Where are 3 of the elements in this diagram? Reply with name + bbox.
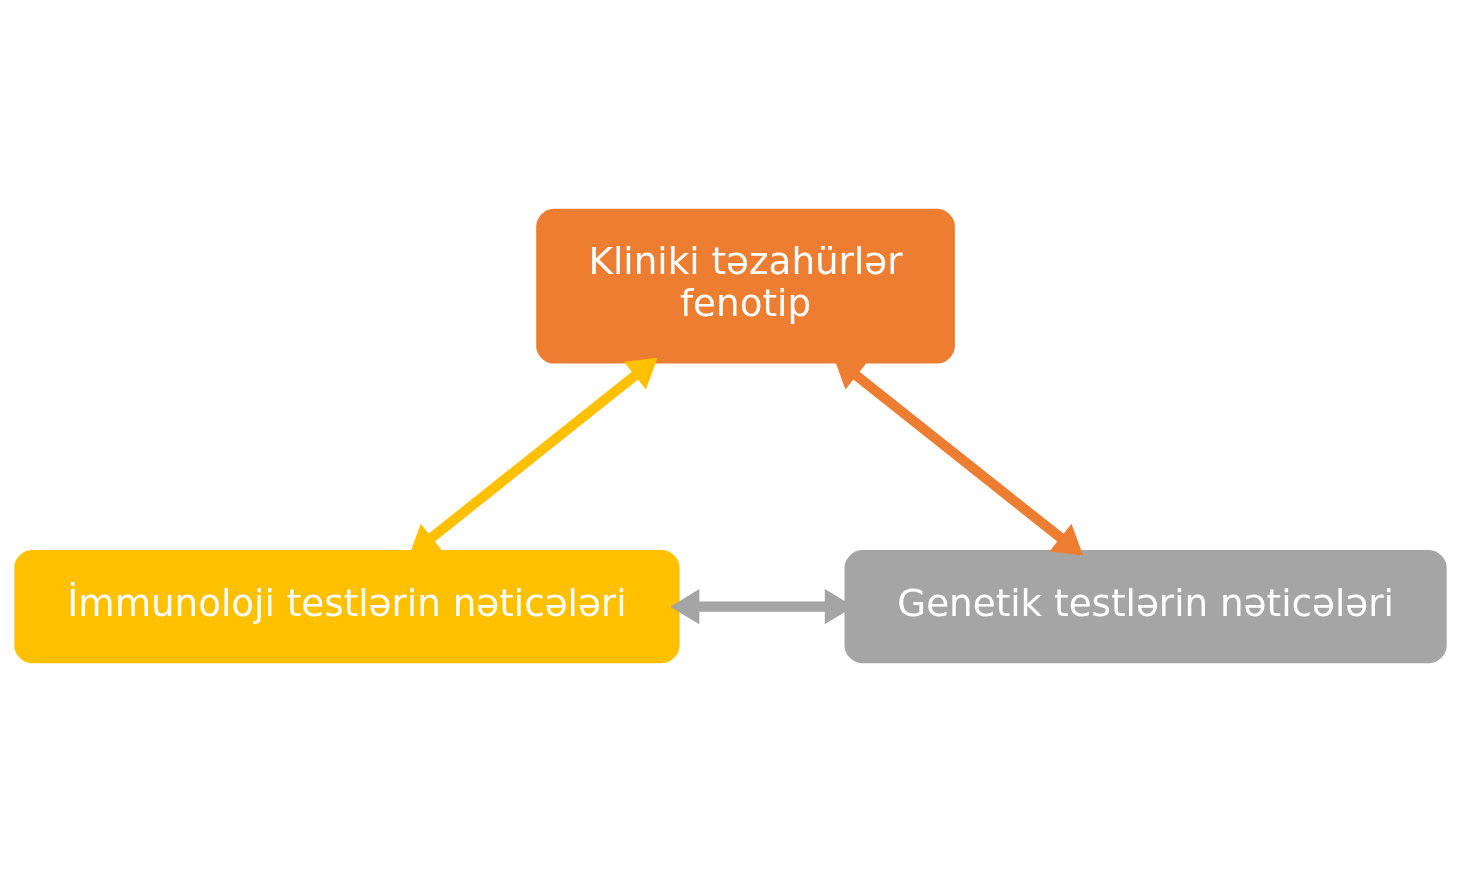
node-box: Genetik testlərin nəticələri: [844, 549, 1447, 663]
node-box: İmmunoloji testlərin nəticələri: [14, 549, 680, 663]
node-box: Kliniki təzahürlər fenotip: [536, 208, 955, 364]
